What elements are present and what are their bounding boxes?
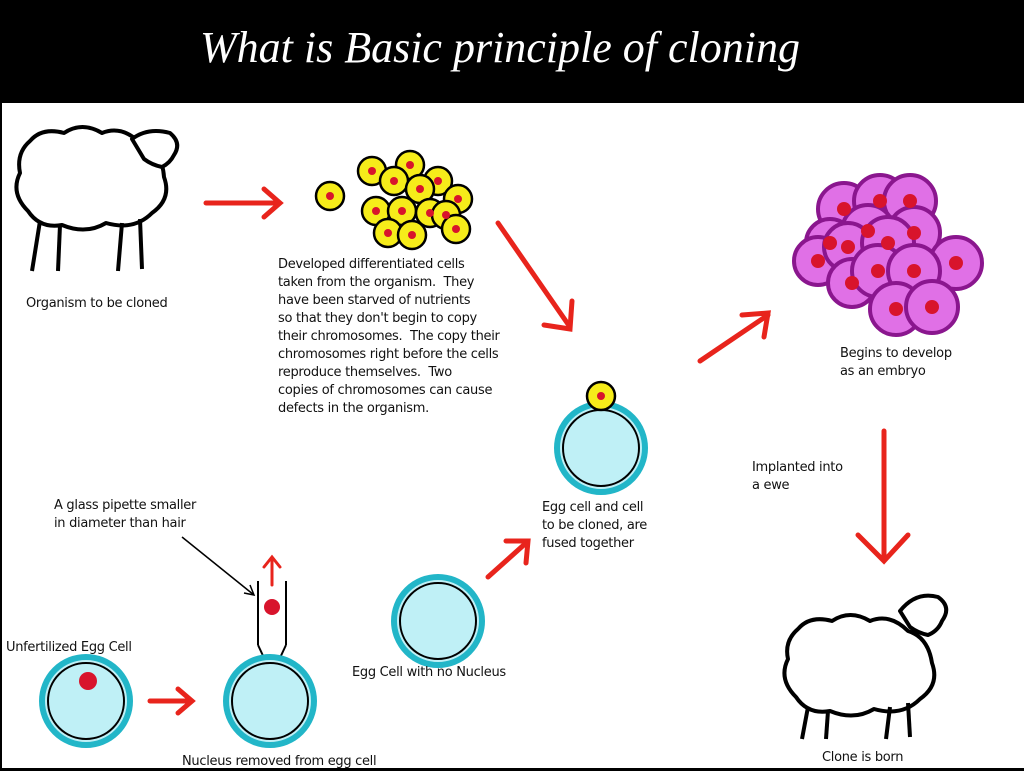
- diagram-panel: Organism to be cloned Developed differen…: [2, 103, 1024, 769]
- arrow-egg-to-enucleation: [147, 686, 196, 716]
- label-embryo: Begins to develop as an embryo: [840, 346, 952, 379]
- embryo-cell-cluster: [792, 173, 984, 337]
- label-no-nucleus: Egg Cell with no Nucleus: [352, 665, 506, 680]
- cloning-diagram: [14, 125, 984, 748]
- label-differentiated-cells: Developed differentiated cells taken fro…: [278, 257, 500, 416]
- arrow-enucleated-to-fused: [485, 538, 531, 580]
- enucleated-egg-cell: [223, 654, 317, 748]
- nucleus-up-arrow: [262, 554, 282, 587]
- title-bar: What is Basic principle of cloning: [0, 0, 1024, 103]
- label-fused: Egg cell and cell to be cloned, are fuse…: [542, 500, 647, 551]
- differentiated-cells-cluster: [314, 149, 474, 251]
- label-nucleus-removed: Nucleus removed from egg cell: [182, 754, 377, 769]
- arrow-embryo-to-clone: [855, 428, 911, 565]
- fused-egg-cell: [554, 380, 648, 495]
- egg-no-nucleus-cell: [391, 574, 485, 668]
- pipette-pointer-line: [181, 536, 256, 597]
- embryo-nuclei: [811, 194, 963, 316]
- sheep-clone-icon: [782, 593, 949, 740]
- unfertilized-egg-cell: [39, 654, 133, 748]
- arrow-cells-to-egg: [495, 220, 575, 332]
- label-organism: Organism to be cloned: [26, 296, 168, 311]
- label-clone-born: Clone is born: [822, 750, 904, 765]
- arrow-organism-to-cells: [203, 186, 284, 220]
- label-pipette: A glass pipette smaller in diameter than…: [54, 498, 197, 531]
- arrow-egg-to-embryo: [697, 310, 771, 364]
- label-implanted: Implanted into a ewe: [752, 460, 843, 493]
- sheep-organism-icon: [14, 125, 180, 272]
- label-unfertilized: Unfertilized Egg Cell: [6, 640, 132, 655]
- slide-title: What is Basic principle of cloning: [199, 23, 801, 72]
